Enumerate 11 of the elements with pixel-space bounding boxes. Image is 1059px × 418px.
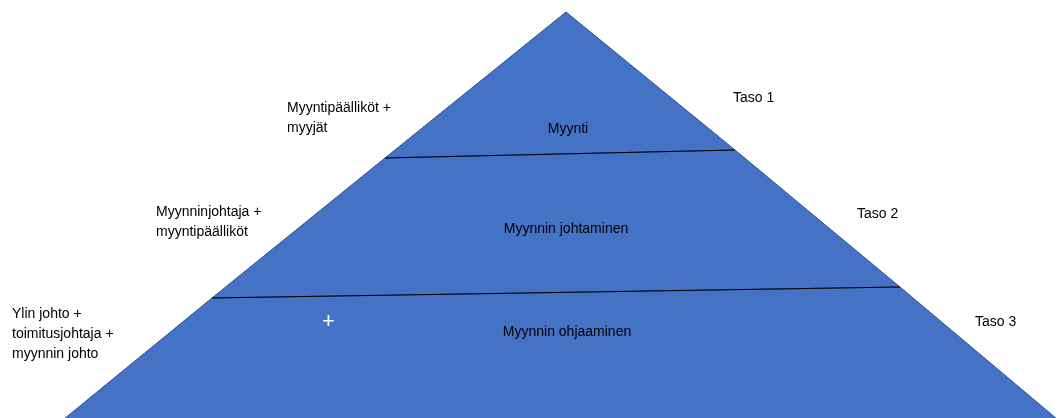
level-label: Taso 3	[975, 312, 1018, 331]
group-label: Myyntipäälliköt + myyjät	[287, 98, 392, 137]
plus-sign: +	[322, 309, 335, 333]
band-label: Myynnin johtaminen	[503, 219, 629, 238]
level-label: Taso 2	[857, 204, 900, 223]
band-label: Myynti	[547, 119, 589, 138]
band-label: Myynnin ohjaaminen	[502, 322, 632, 341]
level-label: Taso 1	[733, 88, 776, 107]
pyramid-band	[385, 12, 735, 158]
group-label: Myynninjohtaja + myyntipäälliköt	[156, 202, 263, 241]
group-label: Ylin johto + toimitusjohtaja + myynnin johto	[12, 304, 115, 363]
